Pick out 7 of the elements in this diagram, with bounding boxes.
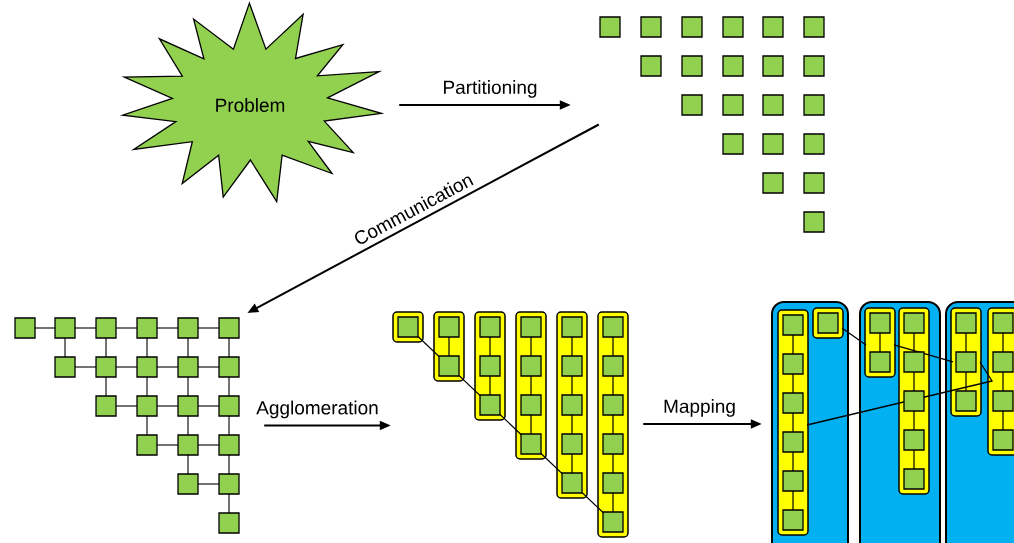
processor-mapping-drawing (771, 301, 1014, 543)
connected-grid-drawing (14, 317, 240, 534)
grouped-task-drawing (392, 311, 629, 538)
edge-label: Agglomeration (256, 400, 378, 419)
edge-label: Partitioning (444, 80, 537, 98)
edge-label: Mapping (664, 399, 735, 417)
square-grid-drawing (599, 16, 825, 233)
